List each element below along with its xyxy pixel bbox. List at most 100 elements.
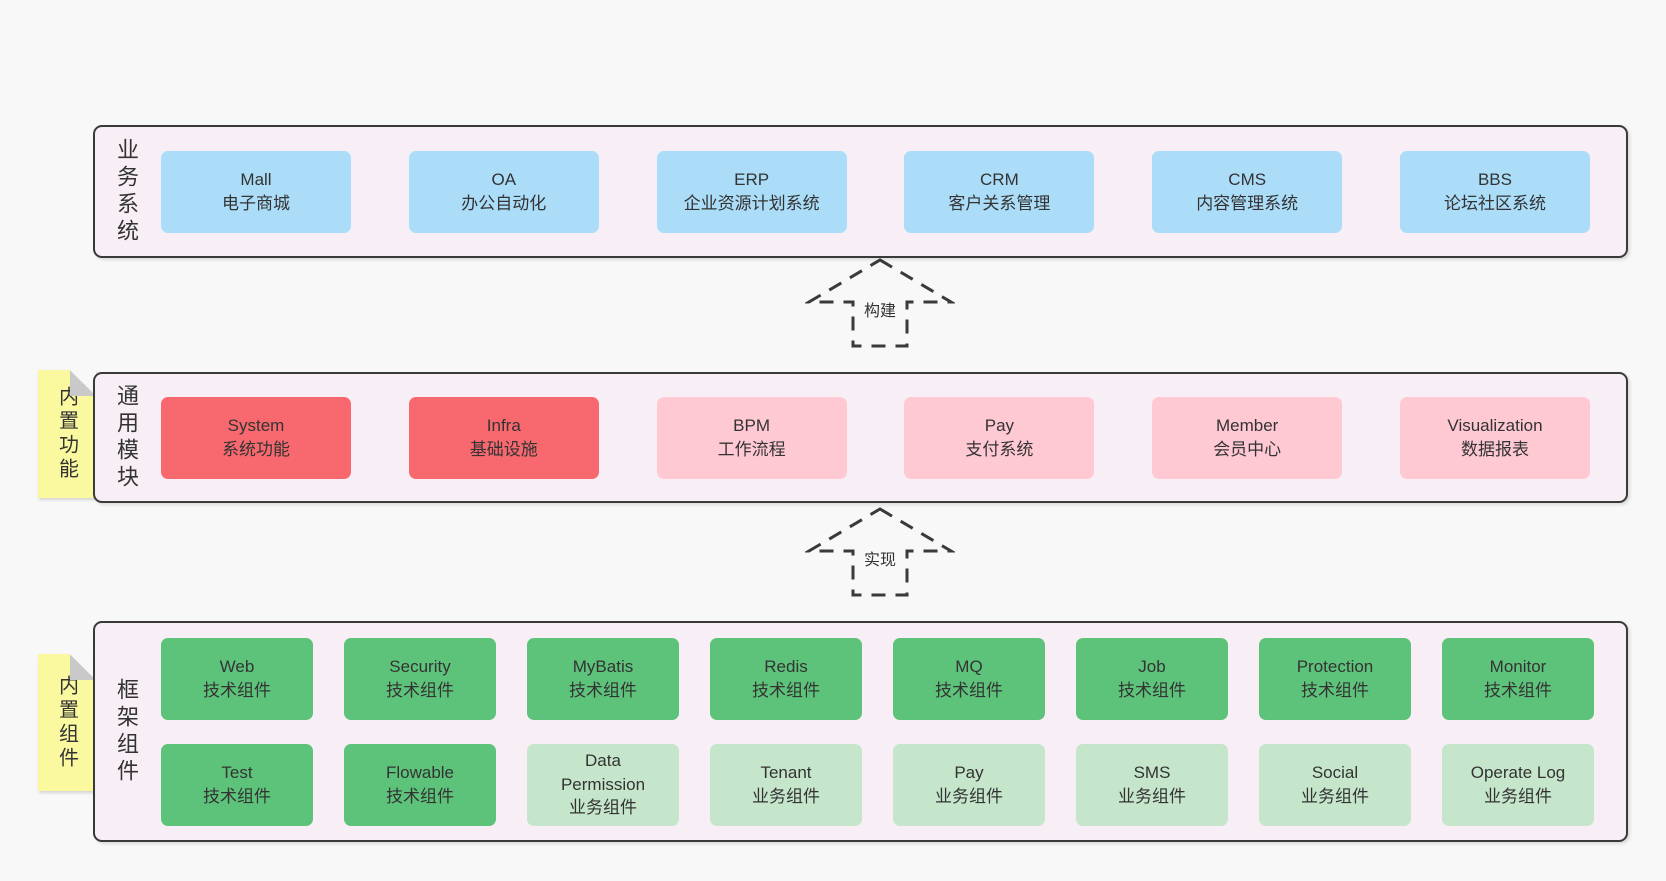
box-title: Pay — [984, 415, 1015, 435]
box-social: Social 业务组件 — [1259, 743, 1411, 826]
box-title: Pay — [954, 762, 984, 782]
framework-components-panel: 框架组件 Web 技术组件 Security 技术组件 MyBatis 技术组件… — [93, 621, 1628, 842]
box-mall: Mall 电子商城 — [161, 150, 351, 233]
common-modules-row: System 系统功能 Infra 基础设施 BPM 工作流程 Pay 支付系统… — [141, 396, 1626, 479]
framework-components-label: 框架组件 — [114, 677, 139, 786]
box-data-permission: Data Permission 业务组件 — [527, 743, 679, 826]
box-title: Web — [219, 656, 255, 676]
up-arrow-icon — [805, 258, 955, 348]
box-title: Flowable — [385, 762, 455, 782]
box-title: SMS — [1133, 762, 1171, 782]
box-mybatis: MyBatis 技术组件 — [527, 637, 679, 720]
builtin-components-sticky-note: 内置组件 — [38, 654, 96, 791]
box-subtitle: 技术组件 — [752, 680, 820, 700]
box-title: CRM — [980, 169, 1019, 189]
box-subtitle: 基础设施 — [469, 439, 538, 459]
business-systems-panel: 业务系统 Mall 电子商城 OA 办公自动化 ERP 企业资源计划系统 CRM… — [93, 125, 1628, 258]
box-title: Monitor — [1489, 656, 1547, 676]
box-title: Tenant — [760, 762, 812, 782]
box-title: Infra — [486, 415, 521, 435]
business-systems-row: Mall 电子商城 OA 办公自动化 ERP 企业资源计划系统 CRM 客户关系… — [141, 150, 1626, 233]
box-sms: SMS 业务组件 — [1076, 743, 1228, 826]
box-subtitle: 工作流程 — [717, 439, 786, 459]
box-subtitle: 技术组件 — [386, 786, 454, 806]
box-test: Test 技术组件 — [161, 743, 313, 826]
box-title: System — [227, 415, 285, 435]
box-oa: OA 办公自动化 — [408, 150, 599, 233]
box-title: MQ — [955, 656, 983, 676]
build-arrow: 构建 — [805, 257, 955, 349]
box-subtitle: 业务组件 — [752, 786, 820, 806]
box-subtitle: 技术组件 — [386, 680, 454, 700]
box-subtitle: 技术组件 — [203, 680, 271, 700]
sticky-fold-corner — [70, 370, 96, 396]
box-redis: Redis 技术组件 — [710, 637, 862, 720]
box-title: Member — [1216, 415, 1279, 435]
box-bpm: BPM 工作流程 — [656, 396, 847, 479]
box-subtitle: 业务组件 — [1301, 786, 1369, 806]
box-protection: Protection 技术组件 — [1259, 637, 1411, 720]
build-arrow-label: 构建 — [860, 296, 900, 323]
box-title: MyBatis — [572, 656, 634, 676]
box-title: Redis — [764, 656, 808, 676]
box-bbs: BBS 论坛社区系统 — [1399, 150, 1590, 233]
box-infra: Infra 基础设施 — [408, 396, 599, 479]
box-title: BPM — [733, 415, 771, 435]
builtin-components-label: 内置组件 — [55, 674, 78, 771]
box-subtitle: 技术组件 — [1118, 680, 1186, 700]
up-arrow-icon — [805, 507, 955, 597]
box-member: Member 会员中心 — [1152, 396, 1343, 479]
box-subtitle: 业务组件 — [1118, 786, 1186, 806]
box-subtitle: 办公自动化 — [461, 193, 547, 213]
box-subtitle: 电子商城 — [222, 193, 290, 213]
builtin-features-sticky-note: 内置功能 — [38, 370, 96, 498]
box-subtitle: 技术组件 — [1484, 680, 1552, 700]
implement-arrow-label: 实现 — [860, 545, 900, 572]
box-monitor: Monitor 技术组件 — [1442, 637, 1594, 720]
box-title: Security — [389, 656, 451, 676]
box-subtitle: 客户关系管理 — [948, 193, 1051, 213]
box-subtitle: 技术组件 — [935, 680, 1003, 700]
box-subtitle: 系统功能 — [222, 439, 290, 459]
box-crm: CRM 客户关系管理 — [904, 150, 1095, 233]
sticky-fold-corner — [70, 654, 96, 680]
box-title: Protection — [1296, 656, 1374, 676]
box-mq: MQ 技术组件 — [893, 637, 1045, 720]
box-title: OA — [491, 169, 517, 189]
box-subtitle: 论坛社区系统 — [1443, 193, 1546, 213]
box-subtitle: 业务组件 — [1484, 786, 1552, 806]
box-title: Social — [1311, 762, 1359, 782]
box-title: Mall — [240, 169, 272, 189]
box-security: Security 技术组件 — [344, 637, 496, 720]
box-subtitle: 会员中心 — [1213, 439, 1282, 459]
box-subtitle: 业务组件 — [569, 798, 637, 818]
box-pay-module: Pay 支付系统 — [904, 396, 1095, 479]
box-title: Test — [221, 762, 253, 782]
box-title: Operate Log — [1470, 762, 1566, 782]
box-title: Job — [1138, 656, 1166, 676]
builtin-features-label: 内置功能 — [55, 386, 78, 482]
box-subtitle: 业务组件 — [935, 786, 1003, 806]
box-pay-component: Pay 业务组件 — [893, 743, 1045, 826]
box-cms: CMS 内容管理系统 — [1152, 150, 1343, 233]
box-flowable: Flowable 技术组件 — [344, 743, 496, 826]
box-erp: ERP 企业资源计划系统 — [656, 150, 847, 233]
box-operate-log: Operate Log 业务组件 — [1442, 743, 1594, 826]
common-modules-panel: 通用模块 System 系统功能 Infra 基础设施 BPM 工作流程 Pay… — [93, 372, 1628, 503]
box-visualization: Visualization 数据报表 — [1399, 396, 1590, 479]
implement-arrow: 实现 — [805, 506, 955, 598]
box-subtitle: 内容管理系统 — [1196, 193, 1299, 213]
box-title: BBS — [1477, 169, 1512, 189]
box-subtitle: 企业资源计划系统 — [683, 193, 820, 213]
box-subtitle: 技术组件 — [569, 680, 637, 700]
box-subtitle: 技术组件 — [203, 786, 271, 806]
box-subtitle: 支付系统 — [965, 439, 1034, 459]
box-title: Data Permission — [560, 750, 646, 794]
framework-components-grid: Web 技术组件 Security 技术组件 MyBatis 技术组件 Redi… — [141, 637, 1626, 826]
box-subtitle: 技术组件 — [1301, 680, 1369, 700]
box-title: Visualization — [1447, 415, 1543, 435]
box-system: System 系统功能 — [161, 396, 351, 479]
box-title: CMS — [1228, 169, 1267, 189]
box-job: Job 技术组件 — [1076, 637, 1228, 720]
